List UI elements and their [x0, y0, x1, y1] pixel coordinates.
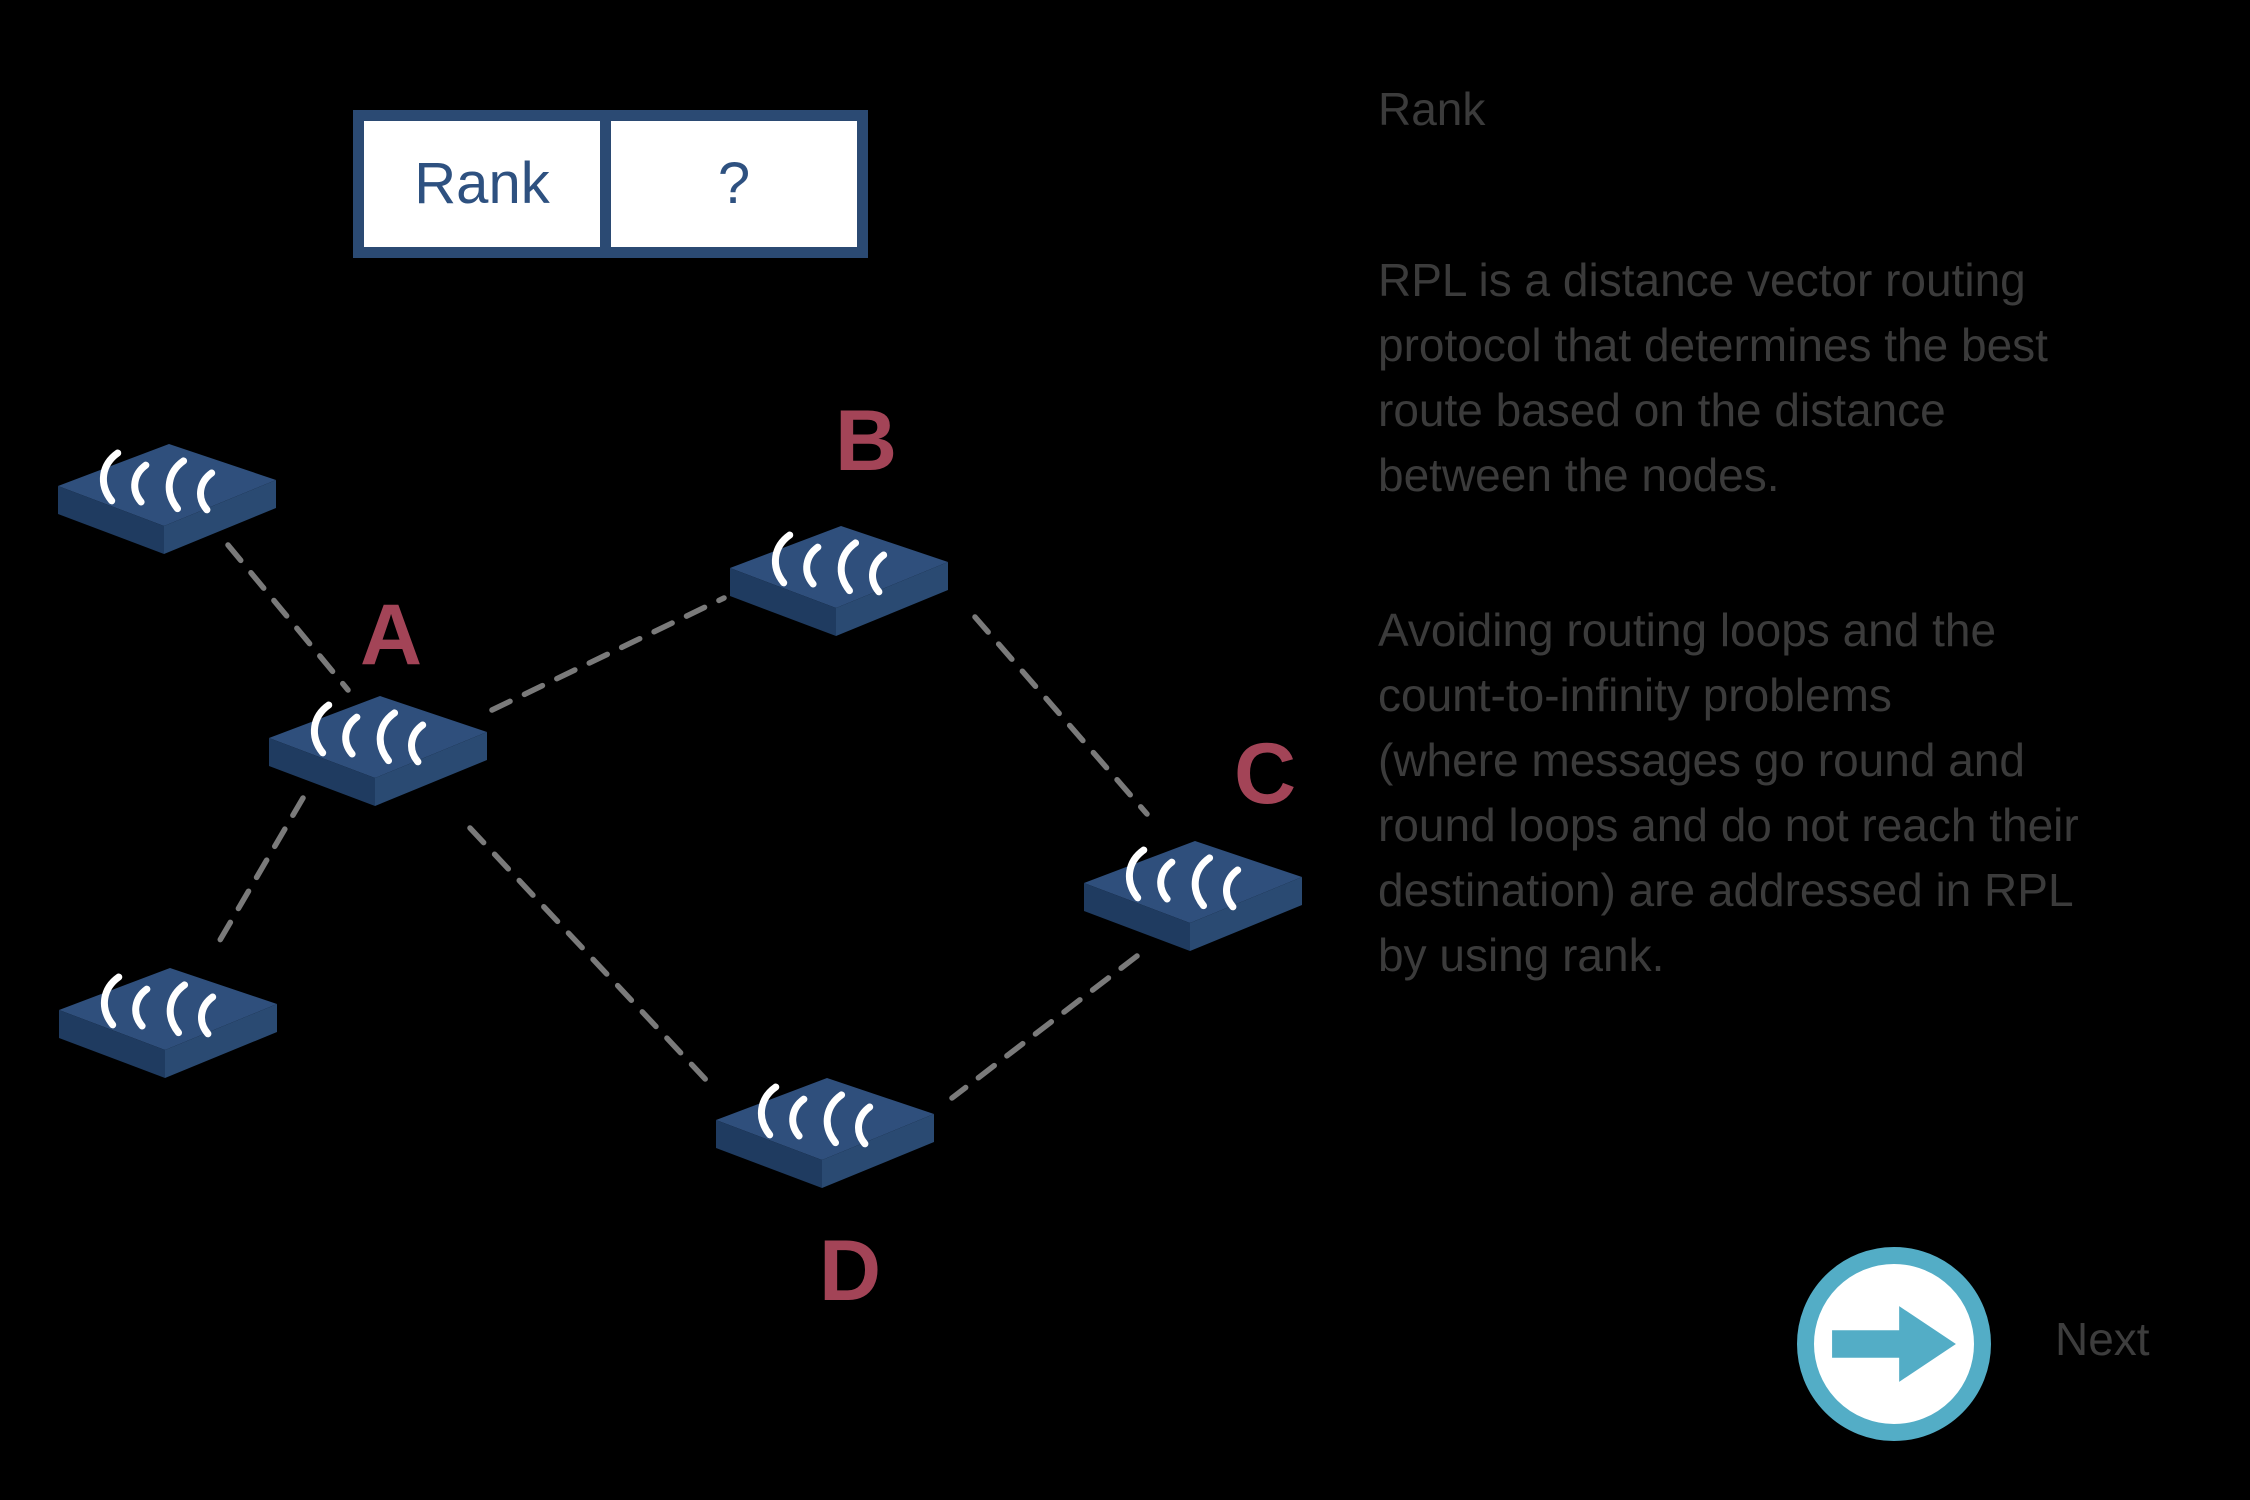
panel-paragraph-1: RPL is a distance vector routing protoco…: [1378, 254, 2048, 501]
link-a-bottomleft: [210, 795, 306, 955]
next-button-label[interactable]: Next: [2055, 1313, 2150, 1365]
node-label-b: B: [834, 393, 898, 489]
next-button[interactable]: [1797, 1247, 1991, 1441]
link-b-c: [972, 614, 1150, 817]
link-c-d: [949, 953, 1140, 1101]
link-a-b: [489, 595, 727, 713]
node-label-a: A: [359, 587, 423, 683]
wireless-node-icon-bottom-left: [59, 968, 277, 1078]
wireless-node-icon-b: [730, 526, 948, 636]
panel-paragraph-2: Avoiding routing loops and the count-to-…: [1378, 604, 2079, 981]
arrow-right-icon: [1832, 1306, 1956, 1382]
wireless-node-icon-a: [269, 696, 487, 806]
link-topleft-a: [225, 542, 351, 693]
rank-legend-value: ?: [611, 121, 857, 247]
node-label-d: D: [818, 1223, 882, 1319]
wireless-node-icon: [58, 444, 276, 554]
wireless-node-icon-c: [1084, 841, 1302, 951]
node-label-c: C: [1233, 726, 1297, 822]
rank-legend-header: Rank: [364, 121, 600, 247]
panel-heading: Rank: [1378, 83, 1486, 135]
wireless-node-icon-d: [716, 1078, 934, 1188]
rank-legend-table: Rank ?: [353, 110, 868, 258]
link-a-d: [467, 825, 711, 1085]
